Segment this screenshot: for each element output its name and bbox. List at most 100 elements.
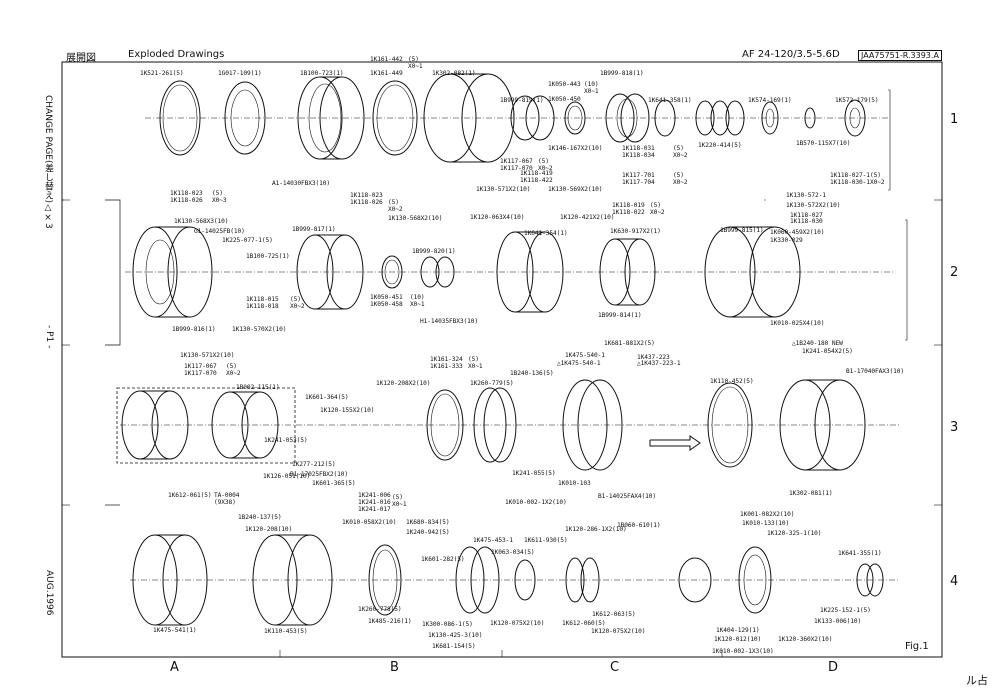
part-number-label: 1K118-018	[246, 303, 279, 310]
part-number-label: 1K241-053(5)	[264, 437, 308, 444]
part-number-label: 1K161-324	[430, 356, 463, 363]
part-number-label: 1K240-942(5)	[406, 529, 450, 536]
page-number: - P1 -	[44, 325, 54, 349]
part-number-label: 1K241-016	[358, 499, 391, 506]
part-number-label: 1K118-030	[790, 218, 823, 225]
part-number-label: 1K050-458	[370, 301, 403, 308]
part-number-label: 1K063-034(5)	[491, 549, 535, 556]
part-number-label: 1K010-058X2(10)	[342, 519, 397, 526]
part-number-label: 1K612-060(5)	[562, 620, 606, 627]
part-number-label: (10)	[410, 294, 425, 301]
part-number-label: H1-14035FBX3(10)	[420, 318, 479, 325]
part-number-label: 1K475-453-1	[473, 537, 513, 544]
part-number-label: 1K601-365(5)	[312, 480, 356, 487]
part-number-label: 1K118-419	[520, 170, 553, 177]
part-number-label: (5)	[290, 296, 301, 303]
figure-label: Fig.1	[905, 641, 929, 652]
part-number-label: 1K050-451	[370, 294, 403, 301]
part-number-label: 1K302-081(1)	[789, 490, 833, 497]
part-number-label: 1K612-063(5)	[592, 611, 636, 618]
part-number-label: 1K010-002-1X3(10)	[712, 648, 774, 655]
column-letter: B	[390, 660, 399, 675]
part-number-label: 1K302-082(1)	[432, 70, 476, 77]
part-number-label: 1K130-571X2(10)	[180, 352, 235, 359]
part-number-label: X0~2	[388, 206, 403, 213]
part-number-label: 1K485-216(1)	[368, 618, 412, 625]
part-number-label: (5)	[226, 363, 237, 370]
change-page-note: CHANGE PAGE(差し替え)△×3	[43, 95, 53, 229]
part-number-label: 1K118-027-1	[830, 172, 870, 179]
part-number-label: 1K130-572X2(10)	[786, 202, 841, 209]
part-number-label: 1K241-006	[358, 492, 391, 499]
part-number-label: 1K225-077-1(5)	[222, 237, 273, 244]
part-number-label: 1K120-012(10)	[714, 636, 762, 643]
part-number-label: 1K130-568X2(10)	[388, 215, 443, 222]
part-number-label: 1K437-223	[637, 354, 670, 361]
part-number-label: 1K611-930(5)	[524, 537, 568, 544]
part-number-label: 1K010-025X4(10)	[770, 320, 825, 327]
part-number-label: (5)	[392, 494, 403, 501]
row-number: 1	[950, 112, 959, 127]
part-number-label: X0~1	[584, 88, 599, 95]
part-number-label: X0~1	[408, 63, 423, 70]
part-number-label: X0~2	[673, 152, 688, 159]
part-number-label: 1K241-054X2(5)	[802, 348, 853, 355]
part-number-label: 1K117-701	[622, 172, 655, 179]
part-number-label: (5)	[538, 158, 549, 165]
part-number-label: 1K630-917X2(1)	[610, 228, 661, 235]
part-number-label: 1K475-541(1)	[153, 627, 197, 634]
part-number-label: 1K118-034	[622, 152, 655, 159]
row-number: 3	[950, 420, 959, 435]
part-number-label: 1K612-061(5)	[168, 492, 212, 499]
part-number-label: (5)	[650, 202, 661, 209]
part-number-label: X0~2	[290, 303, 305, 310]
part-number-label: 1K225-152-1(5)	[820, 607, 871, 614]
part-number-label: 1K130-571X2(10)	[476, 186, 531, 193]
part-number-label: X0~1	[392, 501, 407, 508]
part-number-label: 1K120-286-1X2(10)	[565, 526, 627, 533]
part-number-label: 1K681-154(5)	[432, 643, 476, 650]
row-number: 4	[950, 574, 959, 589]
part-number-label: 1K060-459X2(10)	[770, 229, 825, 236]
part-number-label: 1K118-031	[622, 145, 655, 152]
part-number-label: X0~2	[870, 179, 885, 186]
part-number-label: (10)	[584, 81, 599, 88]
part-number-label: 1K010-002-1X2(10)	[505, 499, 567, 506]
part-number-label: 1K118-019	[612, 202, 645, 209]
part-number-label: 1K260-779(5)	[470, 380, 514, 387]
part-number-label: 1K146-167X2(10)	[548, 145, 603, 152]
header-title: Exploded Drawings	[128, 49, 225, 60]
part-number-label: X0~2	[673, 179, 688, 186]
part-number-label: 1K574-169(1)	[748, 97, 792, 104]
part-number-label: 1K110-452(5)	[710, 378, 754, 385]
part-number-label: 1K475-540-1	[565, 352, 605, 359]
header-jp-title: 展開図	[66, 53, 96, 64]
part-number-label: G1-14025FB(10)	[194, 228, 245, 235]
part-number-label: 1B999-817(1)	[292, 226, 336, 233]
part-number-label: 1K010-103	[558, 480, 591, 487]
part-number-label: 1K050-450	[548, 96, 581, 103]
part-number-label: 1K300-086-1(5)	[422, 621, 473, 628]
part-number-label: 1B570-115X7(10)	[796, 140, 851, 147]
part-number-label: 1K601-282(5)	[421, 556, 465, 563]
column-letter: D	[828, 660, 839, 675]
part-number-label: 1K133-006(10)	[814, 618, 862, 625]
part-number-label: (5)	[388, 199, 399, 206]
part-number-label: 1K681-881X2(5)	[604, 340, 655, 347]
part-number-label: A1-14030FBX3(10)	[272, 180, 331, 187]
part-number-label: TA-0004	[214, 492, 240, 499]
part-number-label: 1B100-725(1)	[246, 253, 290, 260]
part-number-label: △1K437-223-1	[637, 360, 681, 367]
part-number-label: 1K117-070	[500, 165, 533, 172]
part-number-label: 1B999-814(1)	[598, 312, 642, 319]
part-number-label: 1K117-067	[500, 158, 533, 165]
part-number-label: 1K010-133(10)	[742, 520, 790, 527]
part-number-label: 1K001-082X2(10)	[740, 511, 795, 518]
part-number-label: 1K277-212(5)	[292, 461, 336, 468]
header-model: AF 24-120/3.5-5.6D	[742, 49, 840, 60]
part-number-label: 1K120-075X2(10)	[591, 628, 646, 635]
part-number-label: 1K641-354(1)	[524, 230, 568, 237]
part-number-label: X0~1	[468, 363, 483, 370]
